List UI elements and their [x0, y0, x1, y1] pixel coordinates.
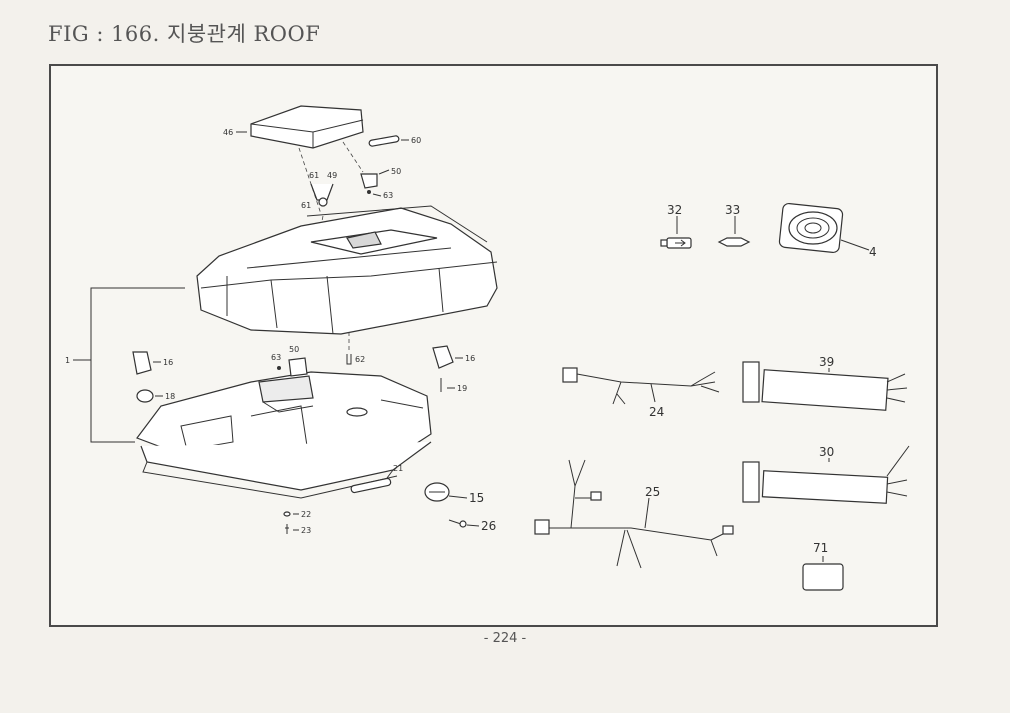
lamp-part — [132, 351, 152, 375]
callout-25: 25 — [645, 485, 660, 499]
wire-harness-25 — [534, 459, 734, 569]
callout-15: 15 — [469, 491, 484, 505]
callout-50: 50 — [289, 345, 299, 354]
callout-23: 23 — [301, 526, 311, 535]
speaker-grille — [778, 202, 844, 254]
callout-18: 18 — [165, 392, 175, 401]
control-panel-30 — [742, 445, 910, 504]
parts-diagram: 46 60 61 49 61 50 63 1 62 — [65, 105, 910, 591]
figure-title: FIG : 166. 지붕관계 ROOF — [48, 22, 321, 46]
callout-60: 60 — [411, 136, 421, 145]
dome-lamp — [424, 482, 450, 502]
callout-22: 22 — [301, 510, 311, 519]
callout-21: 21 — [393, 464, 403, 473]
pin-part — [368, 135, 400, 147]
callout-30: 30 — [819, 445, 834, 459]
callout-4: 4 — [869, 245, 877, 259]
control-panel-39 — [742, 361, 908, 411]
callout-39: 39 — [819, 355, 834, 369]
callout-33: 33 — [725, 203, 740, 217]
callout-24: 24 — [649, 405, 664, 419]
callout-16: 16 — [163, 358, 173, 367]
callout-46: 46 — [223, 128, 233, 137]
roof-cover — [196, 205, 498, 335]
bulb-32 — [660, 237, 692, 249]
lens-part — [136, 389, 154, 403]
callout-61: 61 — [309, 171, 319, 180]
lamp-part — [432, 345, 454, 369]
hinge-bracket — [310, 173, 378, 207]
callout-62: 62 — [355, 355, 365, 364]
callout-61: 61 — [301, 201, 311, 210]
roof-base — [136, 371, 432, 499]
callout-50: 50 — [391, 167, 401, 176]
cover-plate-71 — [802, 563, 844, 591]
callout-49: 49 — [327, 171, 337, 180]
callout-32: 32 — [667, 203, 682, 217]
callout-63: 63 — [383, 191, 393, 200]
page-number: - 224 - — [483, 631, 527, 646]
wire-harness-24 — [562, 367, 720, 405]
callout-16: 16 — [465, 354, 475, 363]
roof-vent-cap — [250, 105, 364, 149]
parts-diagram-frame: 46 60 61 49 61 50 63 1 62 — [49, 64, 938, 627]
trim-strip — [350, 477, 392, 494]
callout-26: 26 — [481, 519, 496, 533]
callout-19: 19 — [457, 384, 467, 393]
callout-1: 1 — [65, 356, 70, 365]
roof-base-bracket — [288, 357, 308, 377]
bulb-33 — [717, 237, 751, 247]
callout-63: 63 — [271, 353, 281, 362]
callout-71: 71 — [813, 541, 828, 555]
